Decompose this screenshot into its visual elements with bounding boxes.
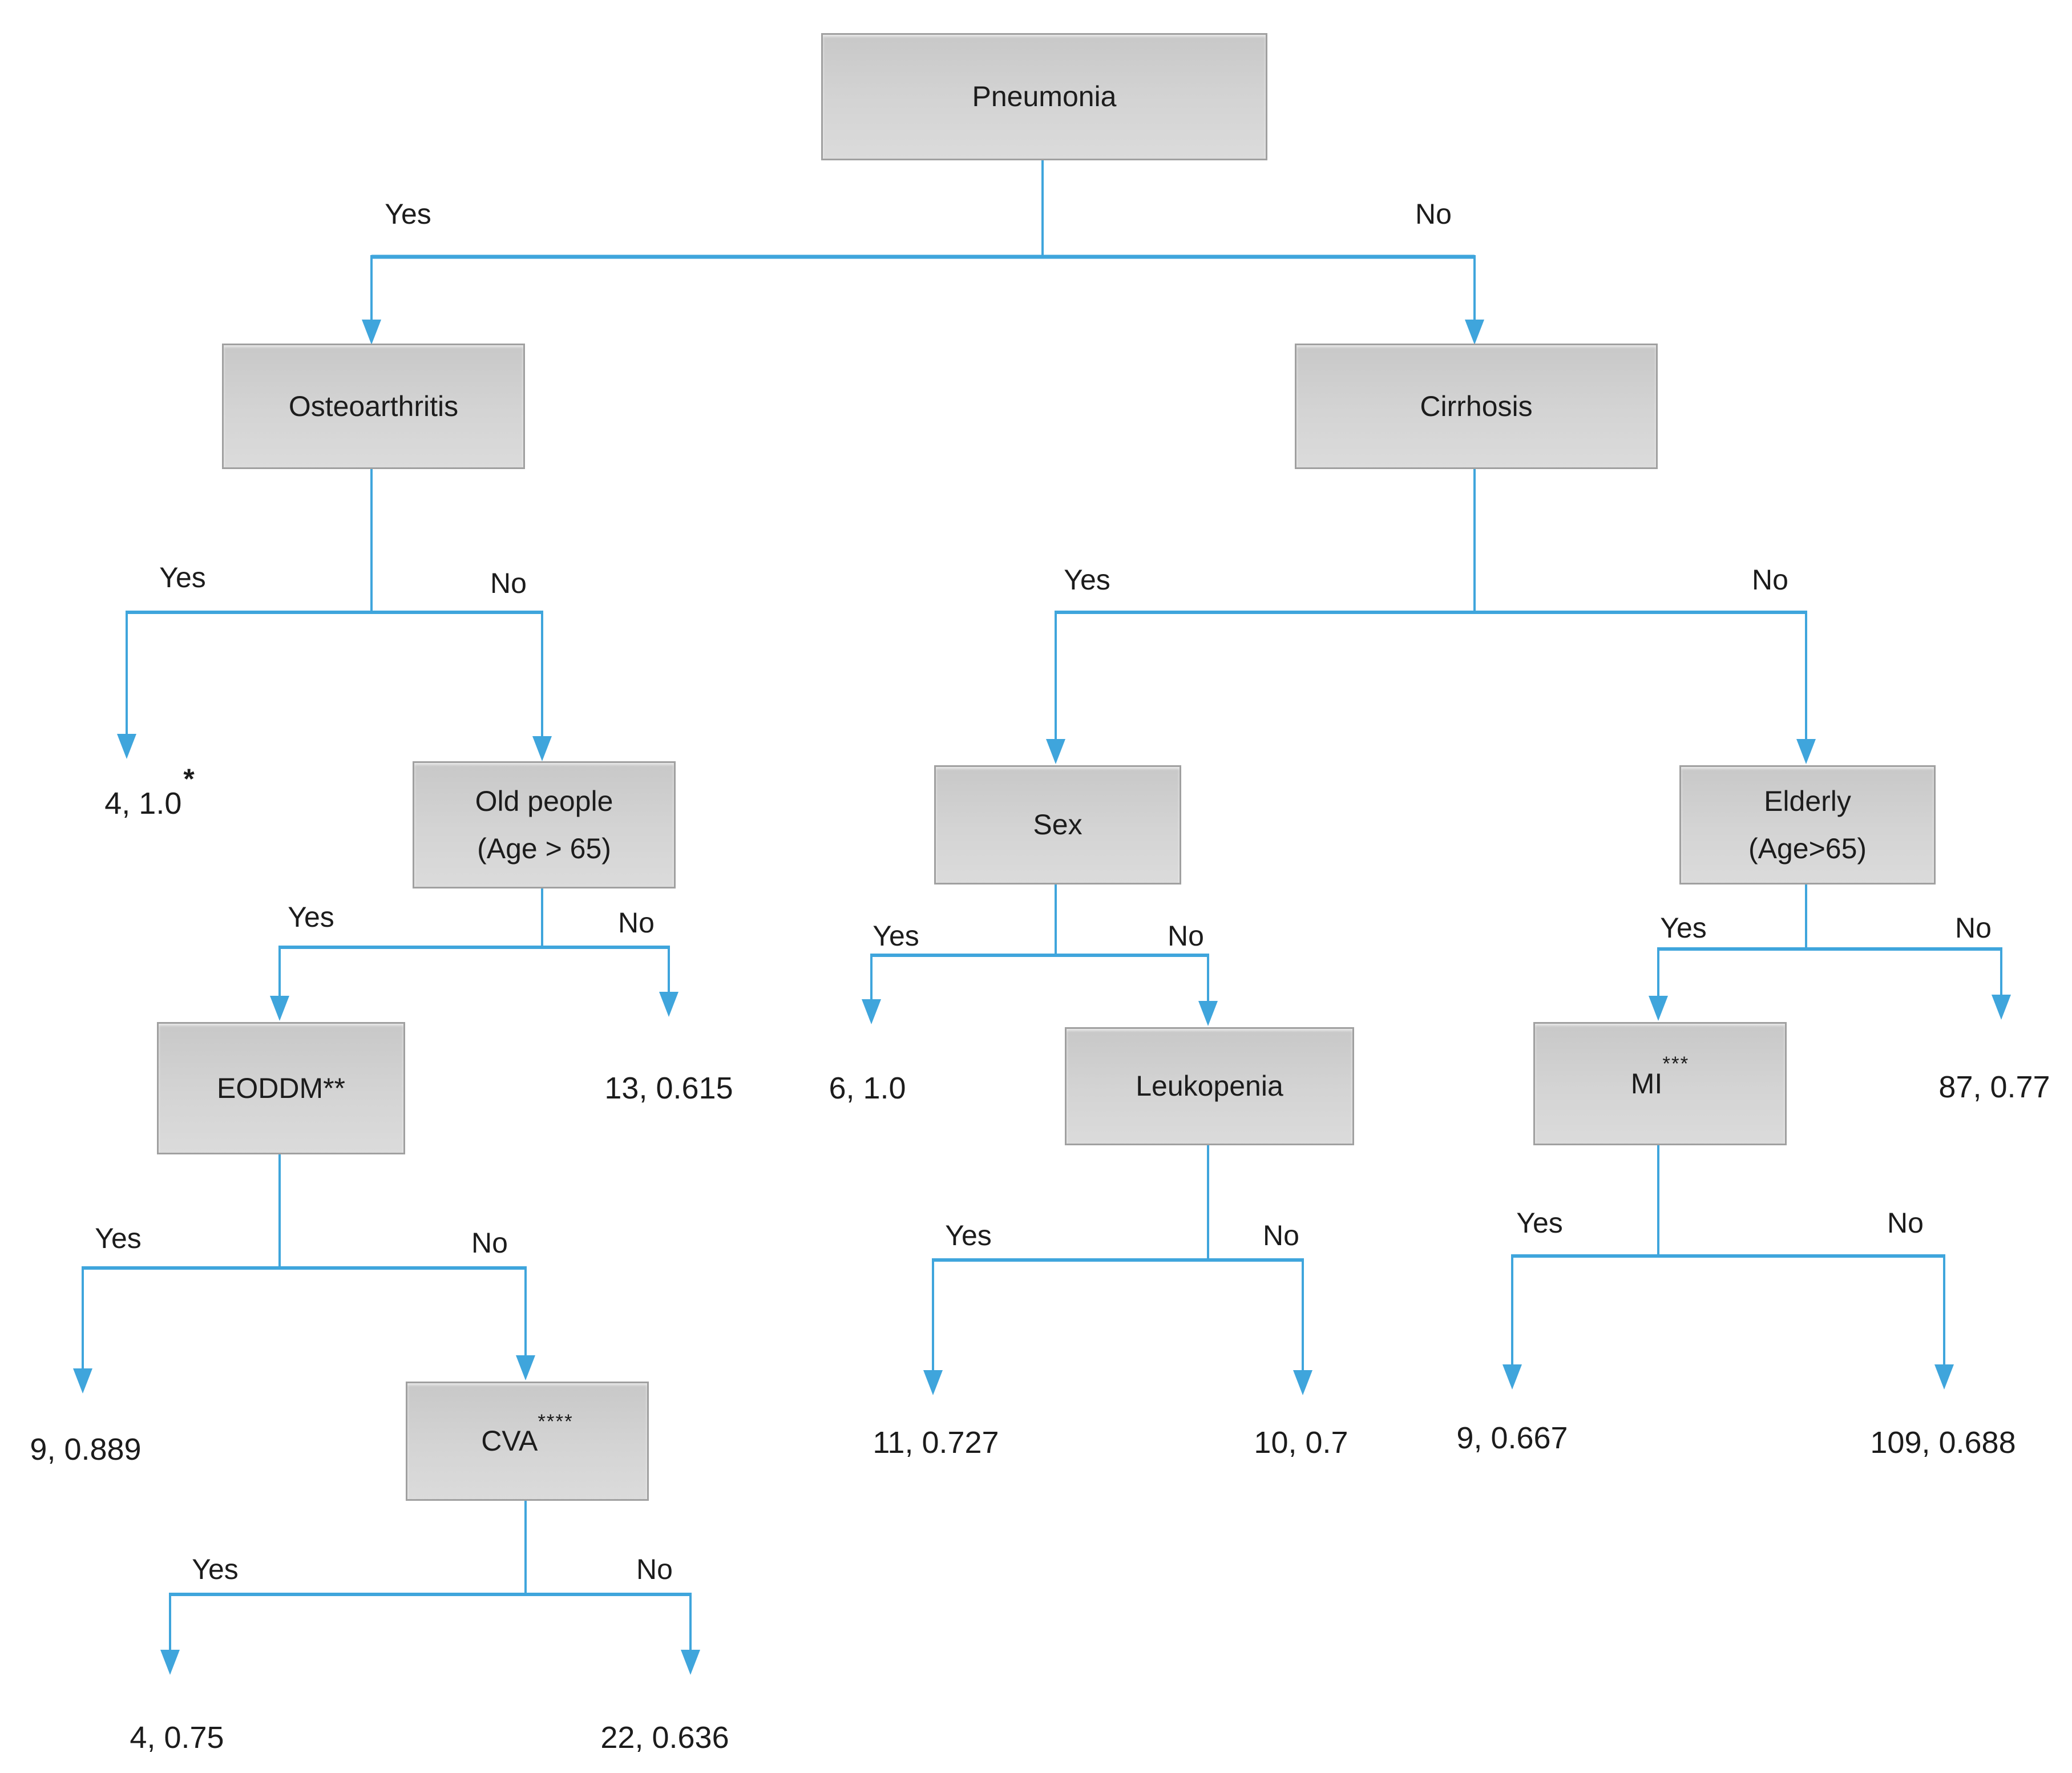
node-cva: CVA**** (406, 1382, 649, 1501)
node-pneumonia: Pneumonia (821, 33, 1267, 160)
leaf-osteoarthritis-yes: 4, 1.0* (104, 763, 195, 821)
edge-label-old-people-no: No (618, 907, 655, 939)
edge-label-osteoarthritis-no: No (490, 567, 527, 599)
edge-label-elderly-yes: Yes (1660, 912, 1707, 944)
branch-eoddm (73, 1151, 535, 1394)
leaf-sex-yes: 6, 1.0 (829, 1071, 906, 1105)
leaf-elderly-no: 87, 0.77 (1938, 1070, 2050, 1104)
branch-mi (1502, 1142, 1954, 1390)
node-cva-significance: **** (538, 1410, 573, 1433)
node-osteoarthritis-label: Osteoarthritis (288, 390, 459, 422)
node-mi-significance: *** (1662, 1053, 1690, 1076)
edge-label-pneumonia-no: No (1415, 198, 1452, 230)
leaf-mi-no: 109, 0.688 (1870, 1425, 2016, 1460)
edge-label-cirrhosis-yes: Yes (1064, 564, 1110, 596)
leaf-cva-no: 22, 0.636 (600, 1721, 729, 1755)
leaf-old-people-no: 13, 0.615 (604, 1071, 733, 1105)
edge-label-sex-yes: Yes (873, 920, 919, 952)
branch-elderly (1649, 881, 2011, 1021)
node-elderly-label-line2: (Age>65) (1748, 832, 1867, 865)
node-elderly: Elderly (Age>65) (1679, 765, 1936, 885)
node-sex-label: Sex (1033, 809, 1083, 841)
branch-osteoarthritis (117, 466, 552, 761)
node-cva-label: CVA**** (481, 1410, 573, 1457)
branch-cva (160, 1497, 700, 1675)
edge-label-cva-yes: Yes (192, 1553, 239, 1585)
branch-cirrhosis (1046, 466, 1816, 764)
edge-label-pneumonia-yes: Yes (385, 198, 431, 230)
node-mi-label: MI*** (1630, 1053, 1690, 1100)
branch-leukopenia (923, 1142, 1312, 1395)
leaf-eoddm-yes: 9, 0.889 (30, 1432, 142, 1467)
node-leukopenia-label: Leukopenia (1136, 1070, 1283, 1102)
leaf-leukopenia-yes: 11, 0.727 (873, 1425, 999, 1460)
node-pneumonia-label: Pneumonia (972, 80, 1117, 113)
leaf-mi-yes: 9, 0.667 (1456, 1421, 1568, 1455)
edge-label-mi-yes: Yes (1516, 1207, 1563, 1239)
node-old-people-label-line2: (Age > 65) (477, 832, 611, 865)
branch-old-people (270, 885, 678, 1021)
node-eoddm-label: EODDM** (216, 1072, 346, 1104)
leaf-cva-yes: 4, 0.75 (130, 1721, 224, 1755)
branch-sex (862, 881, 1218, 1026)
edge-label-mi-no: No (1887, 1207, 1924, 1239)
edge-label-cva-no: No (636, 1553, 673, 1585)
leaf-leukopenia-no: 10, 0.7 (1254, 1425, 1348, 1460)
node-old-people: Old people (Age > 65) (413, 761, 676, 888)
node-elderly-label-line1: Elderly (1764, 785, 1851, 817)
node-old-people-label-line1: Old people (475, 785, 613, 817)
edge-label-elderly-no: No (1955, 912, 1992, 944)
node-cirrhosis: Cirrhosis (1295, 344, 1658, 469)
node-leukopenia: Leukopenia (1065, 1027, 1354, 1145)
node-cirrhosis-label: Cirrhosis (1420, 390, 1533, 422)
edge-label-old-people-yes: Yes (288, 901, 334, 933)
branch-pneumonia (362, 158, 1484, 345)
node-sex: Sex (934, 765, 1181, 885)
node-mi: MI*** (1533, 1022, 1787, 1145)
edge-label-eoddm-yes: Yes (95, 1222, 142, 1254)
edge-label-cirrhosis-no: No (1752, 564, 1788, 596)
node-osteoarthritis: Osteoarthritis (222, 344, 525, 469)
edge-label-leukopenia-no: No (1263, 1219, 1299, 1251)
node-eoddm: EODDM** (157, 1022, 405, 1154)
edge-label-sex-no: No (1168, 920, 1204, 952)
edge-label-leukopenia-yes: Yes (945, 1219, 992, 1251)
leaf-significance: * (183, 763, 195, 795)
edge-label-osteoarthritis-yes: Yes (159, 562, 206, 593)
edge-label-eoddm-no: No (471, 1227, 508, 1259)
